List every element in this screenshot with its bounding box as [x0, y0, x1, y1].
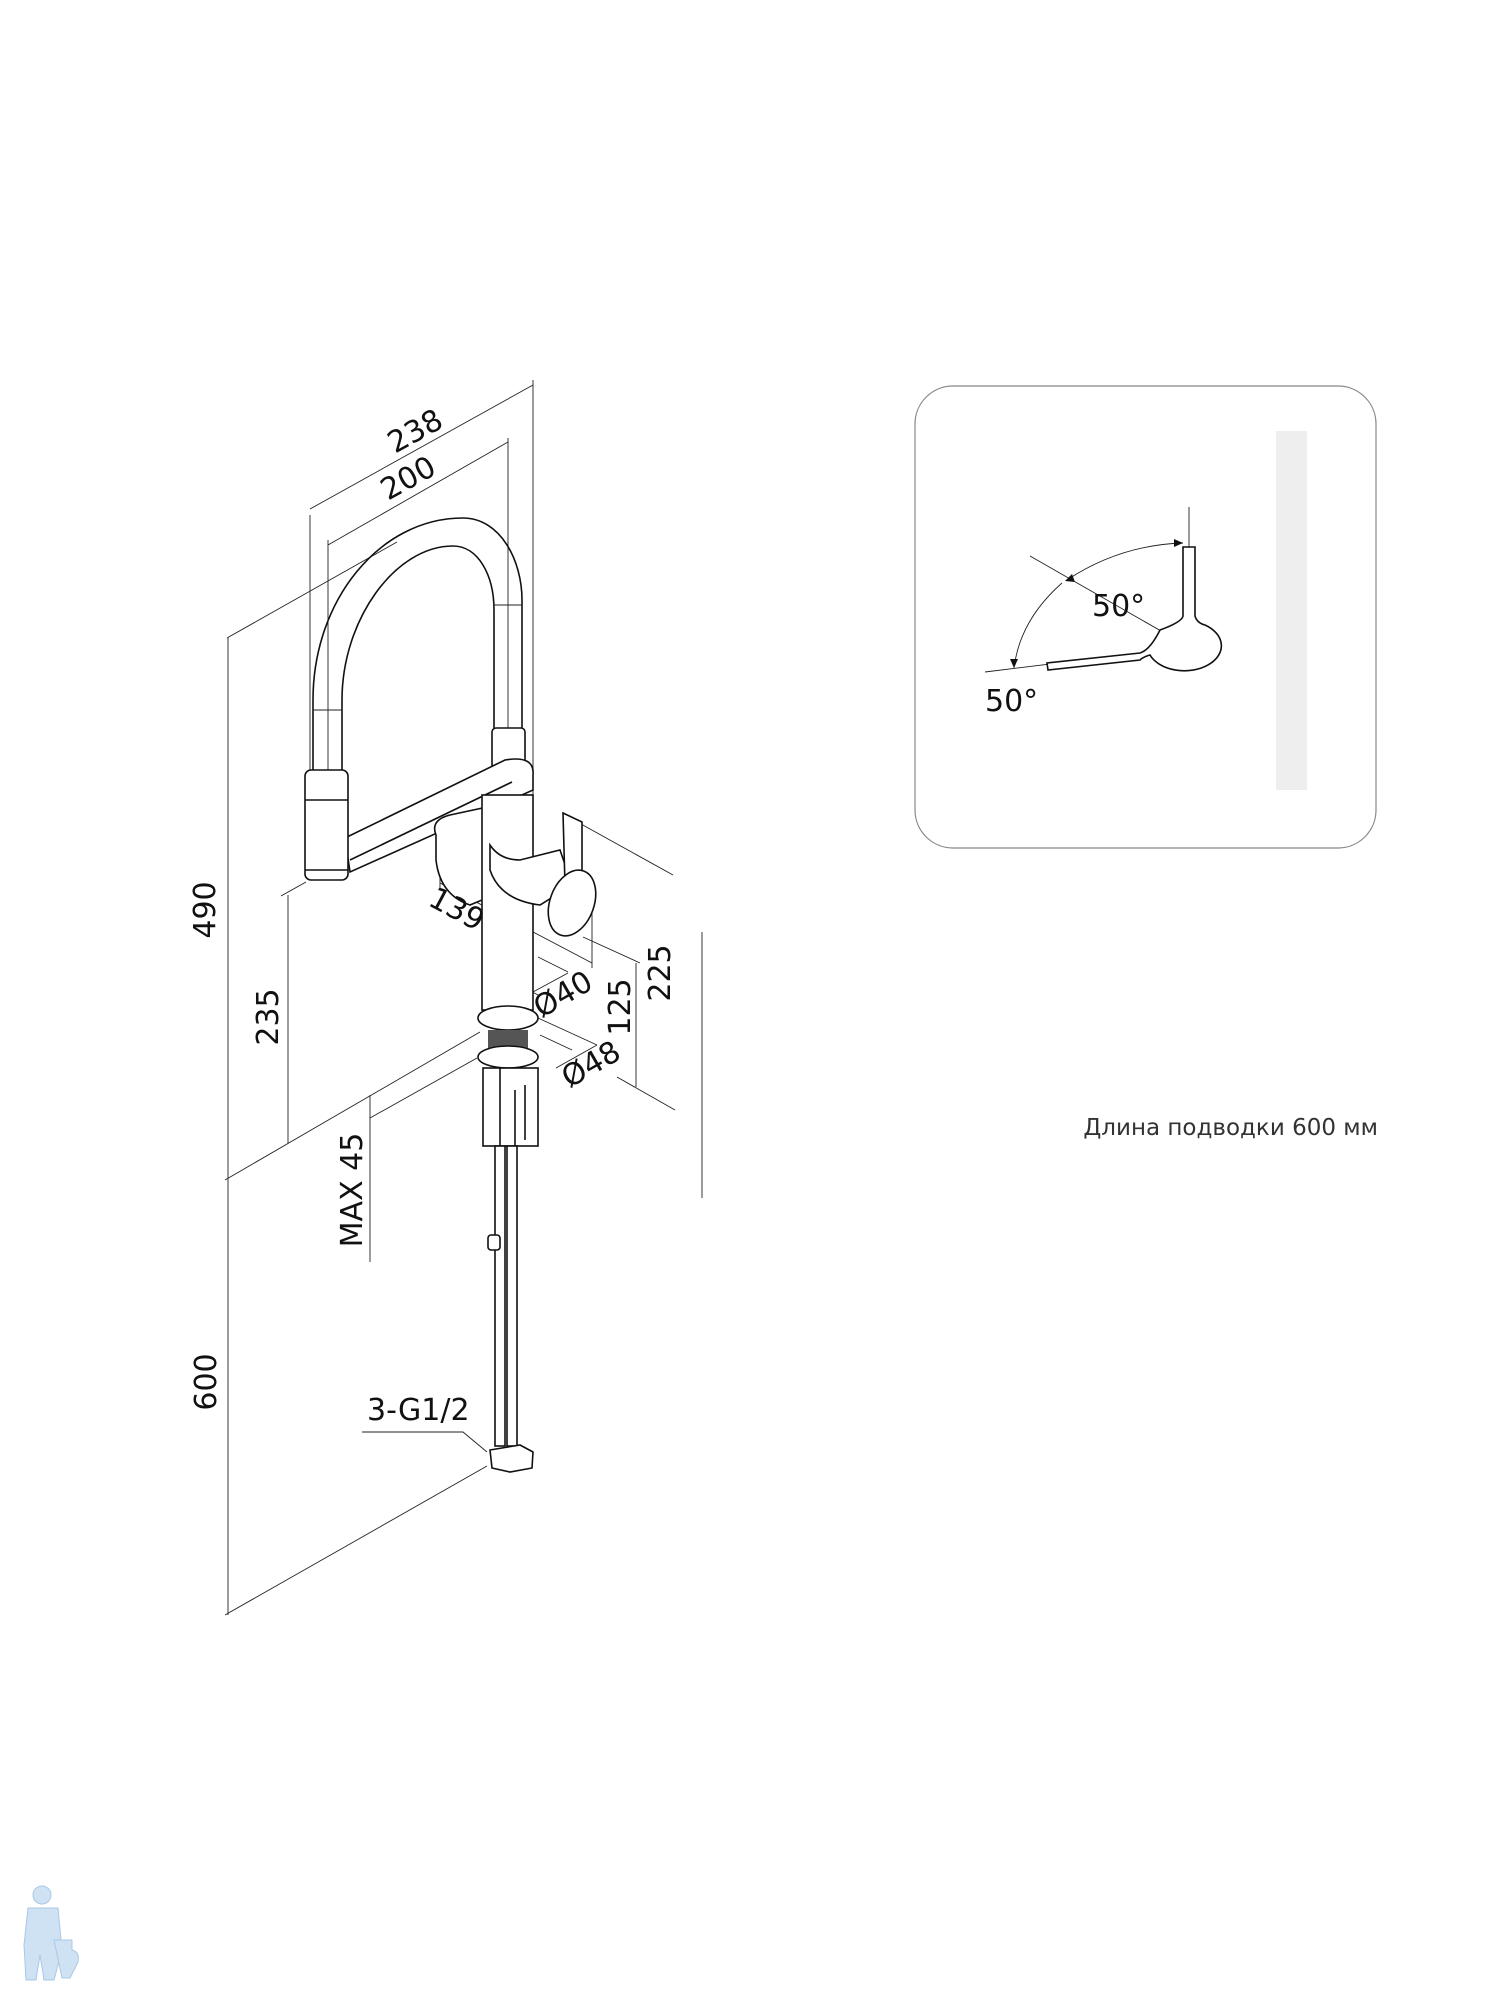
- mounting-bracket: [482, 1067, 539, 1147]
- flange: [477, 1005, 539, 1031]
- rotation-top-view: 50° 50°: [914, 385, 1377, 849]
- dim-connection: 3-G1/2: [367, 1393, 470, 1428]
- spout-inner: [341, 545, 495, 770]
- spout-outer: [312, 517, 523, 770]
- faucet-isometric-view: 238 200 490 235 MAX 45 600 3-G1/2 139 Ø4…: [188, 380, 703, 1616]
- dim-490: 490: [188, 881, 223, 938]
- angle-label-1: 50°: [1092, 589, 1145, 624]
- dimension-lines: [224, 380, 703, 1616]
- angle-arc-2: [1013, 582, 1063, 669]
- hose: [494, 1145, 506, 1447]
- dim-238: 238: [382, 403, 449, 461]
- hose-length-caption: Длина подводки 600 мм: [1083, 1115, 1378, 1141]
- dim-600: 600: [189, 1353, 224, 1410]
- connection-nut: [489, 1444, 534, 1473]
- dim-d48: Ø48: [556, 1034, 627, 1095]
- panel-frame: [914, 385, 1377, 849]
- wall-bar: [1276, 431, 1307, 790]
- hose: [506, 1145, 518, 1447]
- dim-max-45: MAX 45: [335, 1133, 370, 1248]
- angle-arc-1: [1066, 542, 1184, 581]
- lever-knob: [547, 869, 597, 937]
- dim-225: 225: [643, 944, 678, 1001]
- dim-235: 235: [251, 988, 286, 1045]
- spout-bar: [344, 758, 534, 874]
- spray-head: [304, 769, 349, 881]
- plumber-logo: [23, 1885, 79, 1981]
- angle-label-2: 50°: [985, 684, 1038, 719]
- lever-top-view: [1046, 546, 1223, 672]
- dim-125: 125: [603, 978, 638, 1035]
